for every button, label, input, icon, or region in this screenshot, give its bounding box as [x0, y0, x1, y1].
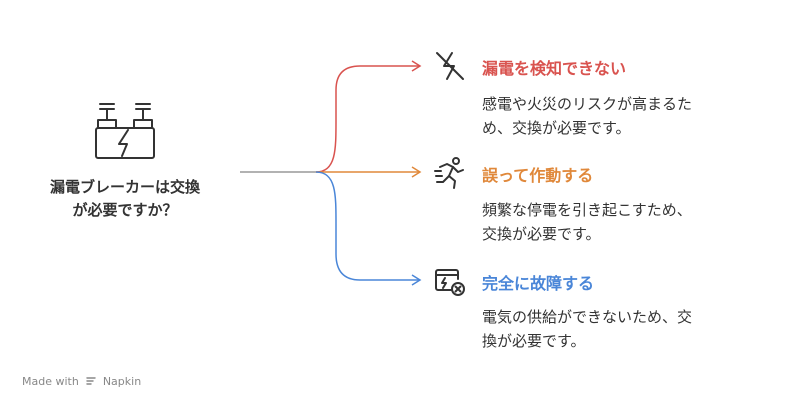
- branch-title-complete-failure: 完全に故障する: [482, 274, 595, 293]
- branch-title-false-trip: 誤って作動する: [482, 166, 594, 185]
- made-with-label: Made with: [22, 375, 79, 388]
- connector-blue: [315, 171, 420, 281]
- branch-desc-cannot-detect: 感電や火災のリスクが高まるた め、交換が必要です。: [482, 92, 772, 140]
- napkin-logo-icon: [86, 377, 97, 385]
- arrow-red: [411, 60, 422, 72]
- center-title-line1: 漏電ブレーカーは交換: [49, 178, 200, 196]
- branch-desc-complete-failure: 電気の供給ができないため、交 換が必要です。: [482, 305, 772, 353]
- desc-line: 感電や火災のリスクが高まるた: [482, 95, 693, 113]
- desc-line: 交換が必要です。: [482, 225, 601, 243]
- connector-red: [315, 65, 420, 173]
- arrow-orange: [411, 166, 422, 178]
- desc-line: め、交換が必要です。: [482, 119, 631, 137]
- made-with-napkin-footer[interactable]: Made with Napkin: [22, 375, 141, 388]
- branch-desc-false-trip: 頻繁な停電を引き起こすため、 交換が必要です。: [482, 198, 772, 246]
- branch-title-cannot-detect: 漏電を検知できない: [482, 59, 627, 78]
- broken-device-icon: [435, 269, 465, 296]
- desc-line: 電気の供給ができないため、交: [482, 308, 693, 326]
- desc-line: 換が必要です。: [482, 332, 586, 350]
- running-person-icon: [434, 157, 464, 189]
- arrow-blue: [411, 274, 422, 286]
- napkin-brand: Napkin: [102, 375, 142, 388]
- circuit-breaker-icon: [95, 103, 155, 159]
- center-title-line2: が必要ですか？: [72, 201, 178, 219]
- center-question: 漏電ブレーカーは交換 が必要ですか？: [10, 176, 240, 222]
- desc-line: 頻繁な停電を引き起こすため、: [482, 201, 692, 219]
- no-power-icon: [436, 52, 464, 80]
